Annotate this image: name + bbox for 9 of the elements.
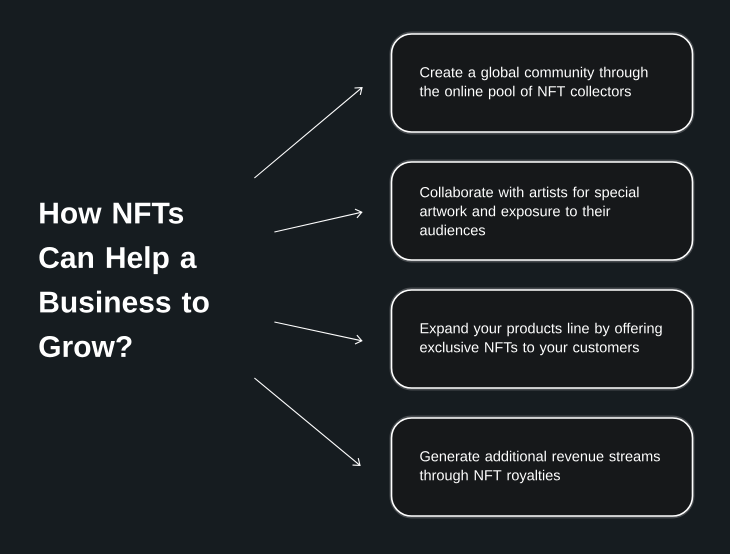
arrow bbox=[254, 378, 361, 466]
text-box: Create a global community through the online pool of NFT collectors bbox=[390, 32, 694, 134]
text-box: Collaborate with artists for special artwork and exposure to their audiences bbox=[390, 160, 694, 262]
arrow bbox=[254, 87, 363, 178]
text-box: Generate additional revenue streams through NFT royalties bbox=[390, 416, 694, 518]
arrow bbox=[274, 321, 363, 344]
arrow bbox=[274, 208, 363, 233]
heading-text: How NFTs Can Help a Business to Grow? bbox=[39, 202, 209, 358]
text-box: Expand your products line by offering exclusive NFTs to your customers bbox=[390, 288, 694, 390]
